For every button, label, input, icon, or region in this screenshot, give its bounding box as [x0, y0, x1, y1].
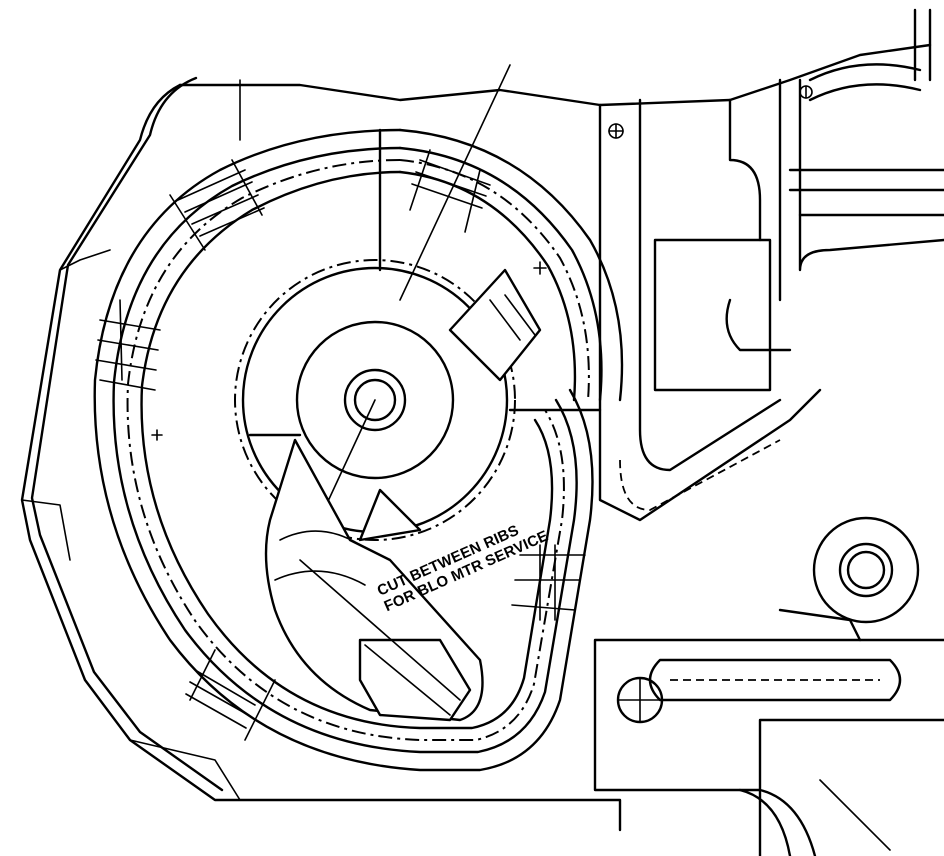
- plus-marks: [151, 261, 547, 441]
- housing-ribs: [95, 149, 586, 741]
- housing-outer-outline: [20, 43, 932, 832]
- right-duct-assembly: [598, 8, 944, 522]
- blower-wheel: [234, 64, 602, 722]
- lower-mount-bracket: [593, 516, 944, 856]
